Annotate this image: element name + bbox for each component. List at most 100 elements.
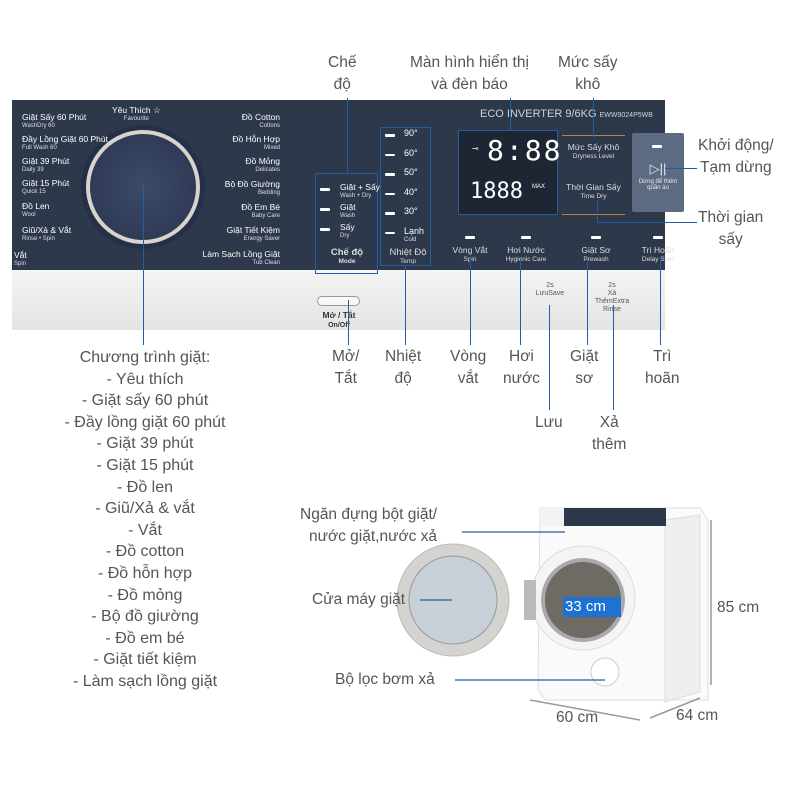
display-caption: Màn hình hiển thị và đèn báo [410, 52, 529, 96]
program-list-item: - Giặt sấy 60 phút [40, 390, 250, 412]
caption-text: Thời gian sấy [698, 209, 764, 248]
caption-text: Giặt sơ [570, 348, 599, 387]
temp-option[interactable]: 60° [404, 147, 418, 158]
label-en: Cottons [259, 123, 280, 129]
machine-control-panel [540, 508, 666, 526]
label-vi: Vòng Vắt [452, 245, 488, 255]
program-list-item: - Đồ mỏng [40, 585, 250, 607]
label-en: Prewash [583, 256, 609, 263]
prewash-caption: Giặt sơ [570, 346, 598, 390]
program-list-item: - Đồ hỗn hợp [40, 563, 250, 585]
label-en: Baby Care [251, 213, 280, 219]
display-time: 8:88 [487, 134, 563, 167]
caption-text: Xả thêm [592, 414, 627, 453]
label-en: Cold [404, 236, 417, 243]
program-text: - Giặt tiết kiệm [93, 651, 197, 669]
program-text: - Đồ mỏng [107, 586, 183, 604]
program-text: - Giũ/Xả & vắt [95, 500, 195, 518]
program-text: - Làm sạch lồng giặt [72, 672, 218, 690]
temp-led [385, 192, 395, 195]
caption-text: Mức sấy khô [558, 54, 618, 93]
temp-option[interactable]: 50° [404, 168, 418, 177]
start-led [652, 145, 662, 148]
label-vi: Giặt [340, 202, 356, 212]
extra-rinse-caption: Xả thêm [592, 412, 626, 456]
drain-filter [590, 657, 620, 687]
label-en: Save [548, 290, 565, 297]
label-vi: 50° [404, 167, 418, 177]
program-list-item: - Giũ/Xả & vắt [40, 498, 250, 520]
caption-text: Mở/ Tắt [332, 348, 360, 387]
start-pause-button[interactable]: ▷|| Dừng để thêm quần áo [632, 133, 684, 212]
caption-text: Nhiệt độ [385, 348, 422, 387]
label-vi: Sấy [340, 222, 355, 232]
label-vi: Đồ Hỗn Hợp [232, 134, 280, 144]
power-en: On/Off [328, 322, 350, 329]
washing-machine [396, 507, 709, 703]
temp-led [385, 153, 395, 156]
program-text: - Vắt [128, 521, 162, 539]
label-vi: Đầy Lồng Giặt 60 Phút [22, 134, 109, 144]
program-list-item: - Đầy lồng giặt 60 phút [40, 412, 250, 434]
label-vi: Đồ Em Bé [241, 202, 280, 212]
temp-led [385, 173, 395, 176]
leader-line [613, 305, 614, 410]
label-vi: Bộ Đồ Giường [224, 179, 280, 189]
label-vi: 60° [404, 147, 418, 158]
temp-label-en: Temp [400, 258, 416, 265]
temp-option[interactable]: 30° [404, 207, 418, 216]
brand: ECO INVERTER 9/6KG EWW9024P5WB [480, 108, 653, 120]
program-text: - Giặt sấy 60 phút [81, 392, 209, 410]
display-max: MAX [532, 184, 546, 190]
temp-option[interactable]: 40° [404, 187, 418, 197]
label-vi: Giặt Tiết Kiệm [226, 225, 280, 235]
label-vi: Đồ Len [22, 201, 50, 211]
label-en: WashDry 60 [22, 123, 55, 129]
leader-line [143, 185, 144, 345]
drain-filter-caption: Bộ lọc bơm xả [335, 671, 435, 688]
dryness-caption: Mức sấy khô [558, 52, 617, 96]
temp-option[interactable]: 90° [404, 129, 418, 138]
program-text: - Đồ hỗn hợp [97, 564, 193, 582]
mode-led [320, 228, 330, 231]
power-button[interactable] [317, 296, 360, 306]
label-vi: Giặt Sơ [581, 245, 611, 255]
program-list-item: - Giặt tiết kiệm [40, 649, 250, 671]
detergent-drawer-caption: Ngăn đựng bột giặt/ nước giặt,nước xả [300, 506, 438, 545]
save-caption: Lưu [535, 412, 563, 434]
leader-line [520, 258, 521, 345]
program-text: - Đồ em bé [105, 629, 185, 647]
label-vi: Trì Hoãn [641, 245, 675, 255]
leader-line [348, 300, 349, 345]
label-en: Quick 15 [22, 189, 46, 195]
label-en: Wash + Dry [340, 193, 372, 199]
